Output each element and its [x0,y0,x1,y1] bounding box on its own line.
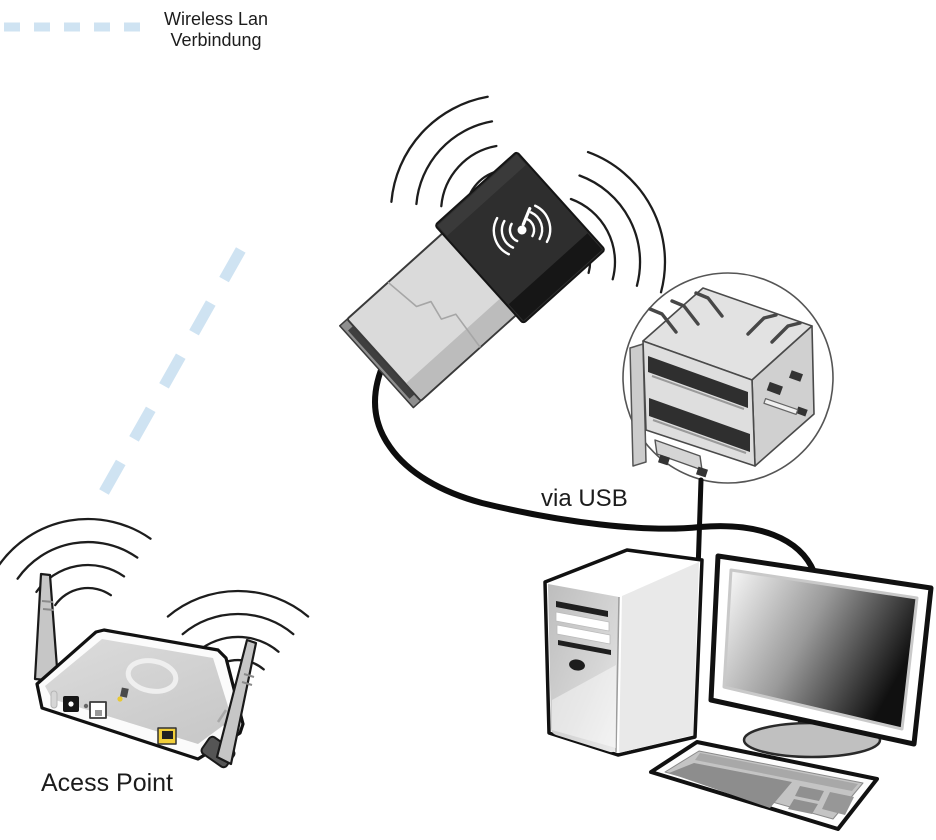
adapter-wifi-logo-icon [492,204,552,256]
keyboard-function-row [695,753,858,791]
wireless-link-dashed-line [99,243,248,495]
desktop-computer [543,548,934,831]
ap-wifi-waves-right-icon [166,589,310,671]
computer-tower [543,548,704,757]
usb-port-illustration [629,287,815,478]
usb-wifi-adapter [339,151,605,409]
keyboard-numpad [822,792,854,815]
via-usb-label: via USB [541,485,628,512]
monitor-screen [722,568,919,731]
ap-ring-logo [125,658,179,694]
usb-cable [372,367,817,575]
keyboard-main-keys [669,763,792,808]
ap-wifi-waves-left-icon [0,517,152,607]
access-point [33,572,258,769]
tower-power-button [569,659,585,671]
monitor [708,553,934,747]
ap-top-face [45,639,232,744]
tower-drive-bays [555,601,611,655]
access-point-label: Acess Point [41,769,173,797]
usb-port-callout-circle [622,272,834,484]
usb-pins [648,291,802,344]
wireless-lan-label-line2: Verbindung [170,30,261,50]
ap-brand-logo [120,687,129,698]
ap-antenna-right [215,638,258,766]
wireless-lan-label-line1: Wireless Lan [164,9,268,29]
adapter-wifi-waves-left-icon [390,95,502,210]
ap-front-ports [50,690,177,745]
keyboard [649,740,879,831]
